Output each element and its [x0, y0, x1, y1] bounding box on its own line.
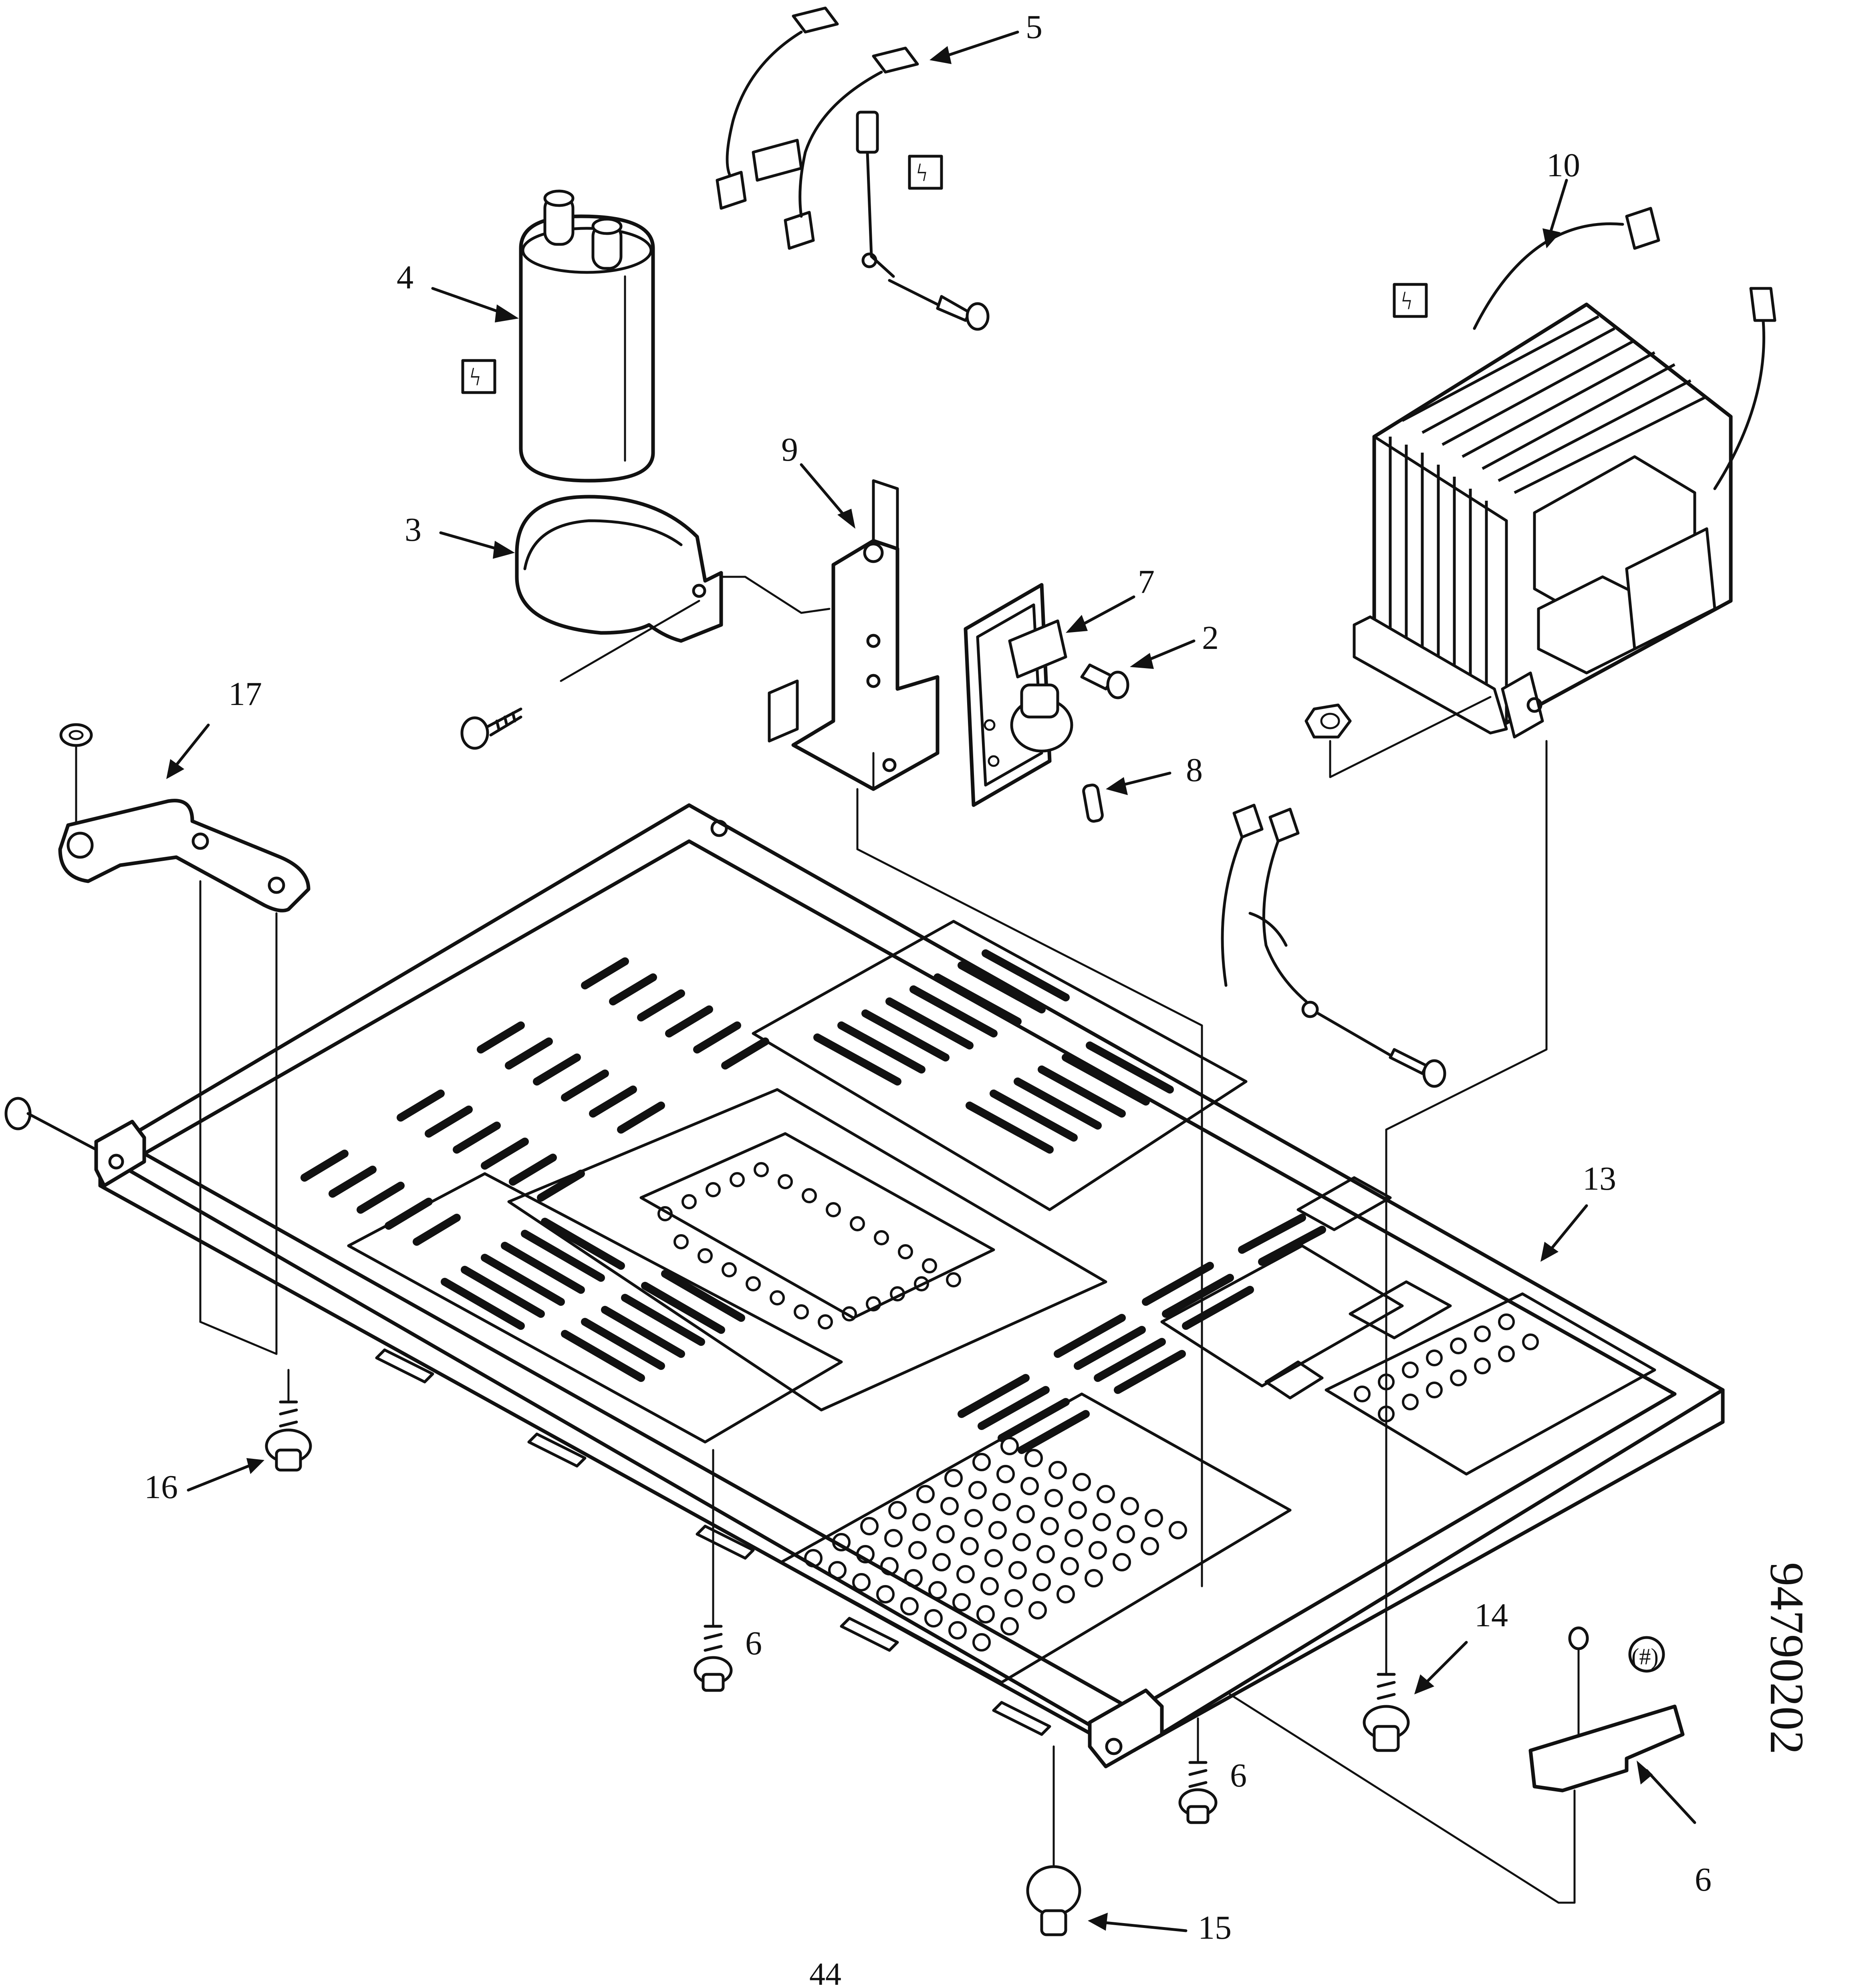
mounting-bracket [768, 479, 940, 791]
svg-text:(#): (#) [1631, 1644, 1659, 1670]
callout-9: 9 [781, 431, 855, 529]
screw-2 [1080, 663, 1129, 699]
marked-part-symbol: (#) [1628, 1636, 1665, 1673]
screw-14 [1363, 1281, 1410, 1752]
callout-2: 2 [1130, 619, 1219, 669]
callout-5: 5 [929, 8, 1042, 64]
svg-text:9: 9 [781, 431, 798, 468]
svg-text:6: 6 [745, 1625, 762, 1662]
callout-7: 7 [1066, 563, 1155, 633]
vent-slots-front [958, 1214, 1326, 1454]
vent-slots-top [300, 957, 769, 1246]
vent-panel-left [347, 1172, 843, 1444]
switch-plate [964, 583, 1073, 807]
left-flange [94, 1120, 146, 1188]
svg-text:ϟ: ϟ [1401, 288, 1412, 315]
center-recess [507, 1088, 1107, 1412]
callout-6-center: 6 [1230, 1757, 1247, 1794]
callout-14: 14 [1414, 1597, 1508, 1694]
svg-text:15: 15 [1198, 1909, 1232, 1946]
vent-slots-left [441, 1218, 745, 1382]
latch-6c [1229, 1626, 1685, 1904]
svg-text:3: 3 [405, 511, 421, 548]
screw-holder [460, 707, 522, 750]
screw-6a [694, 1513, 733, 1692]
svg-text:8: 8 [1186, 751, 1203, 789]
callout-8: 8 [1106, 751, 1203, 795]
document-code: 94790202 [1760, 1562, 1814, 1754]
svg-text:6: 6 [1695, 1861, 1712, 1898]
svg-text:6: 6 [1230, 1757, 1247, 1794]
vent-panel-rear [752, 920, 1248, 1211]
transformer-nut [1305, 703, 1352, 739]
svg-text:13: 13 [1583, 1160, 1616, 1197]
pin-8 [1082, 784, 1104, 823]
base-plate [94, 803, 1725, 1768]
callout-6-right: 6 [1637, 1760, 1712, 1898]
screw-harness-top [888, 279, 990, 331]
screw-ground [1317, 1012, 1446, 1088]
svg-text:ϟ: ϟ [916, 159, 927, 187]
hazard-symbol-harness: ϟ [908, 155, 943, 190]
svg-text:17: 17 [228, 675, 262, 713]
transformer-laminations [1389, 315, 1708, 713]
callout-17: 17 [166, 675, 262, 779]
callout-16: 16 [144, 1458, 264, 1506]
hazard-symbol-capacitor: ϟ [461, 359, 496, 394]
capacitor [519, 189, 655, 483]
vent-slots-rear [813, 949, 1174, 1154]
ground-wire [1221, 804, 1319, 1018]
screw-6b [1178, 1717, 1218, 1824]
screw-16 [265, 1369, 312, 1472]
svg-text:5: 5 [1026, 8, 1042, 46]
transformer [1353, 207, 1776, 739]
callout-15: 15 [1088, 1909, 1232, 1946]
perforation-holes [657, 1162, 1539, 1652]
svg-text:ϟ: ϟ [470, 364, 481, 391]
callout-10: 10 [1542, 147, 1580, 248]
page-number: 44 [809, 1957, 841, 1986]
wire-harness-top [716, 6, 919, 278]
foot-15 [1026, 1745, 1081, 1936]
svg-text:2: 2 [1202, 619, 1219, 657]
capacitor-holder [515, 495, 723, 643]
hazard-symbol-transformer: ϟ [1393, 283, 1428, 318]
screw-left [4, 1097, 98, 1151]
bracket-17 [58, 723, 310, 1355]
callout-4: 4 [397, 259, 519, 322]
callout-6-left: 6 [745, 1625, 762, 1662]
svg-text:4: 4 [397, 259, 413, 296]
callout-13: 13 [1540, 1160, 1616, 1262]
svg-text:14: 14 [1474, 1597, 1508, 1634]
callout-3: 3 [405, 511, 515, 559]
svg-text:7: 7 [1138, 563, 1155, 600]
svg-text:16: 16 [144, 1468, 178, 1506]
perforated-area [780, 1392, 1292, 1684]
rear-perforation-panel [1325, 1292, 1656, 1476]
svg-text:10: 10 [1546, 147, 1580, 184]
base-tabs [375, 1348, 1051, 1736]
